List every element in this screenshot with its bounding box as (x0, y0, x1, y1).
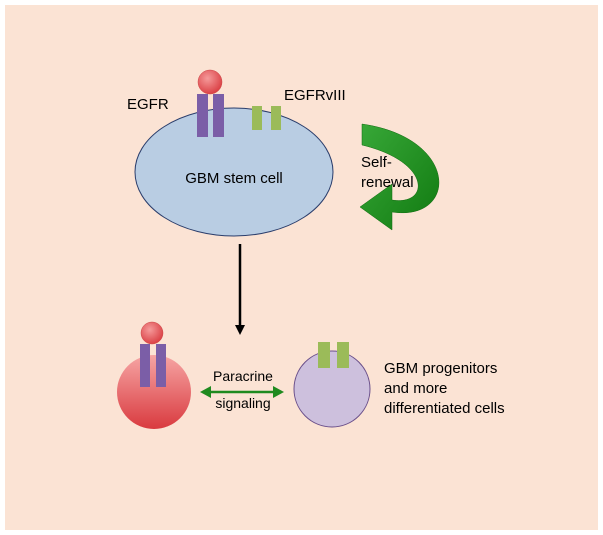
paracrine-double-arrow-icon (200, 386, 284, 398)
egfr-label: EGFR (127, 96, 169, 113)
egfrviii-label: EGFRvIII (284, 87, 346, 104)
progenitors-label-line3: differentiated cells (384, 400, 505, 417)
egfrviii-receptor-icon (252, 106, 281, 130)
paracrine-label-line2: signaling (215, 395, 270, 411)
egfrviii-receptor-icon (318, 342, 349, 368)
egfr-ligand-icon (197, 69, 223, 95)
progenitors-label-line1: GBM progenitors (384, 360, 497, 377)
self-renewal-arrow-icon (359, 123, 440, 231)
stem-cell-label: GBM stem cell (185, 170, 283, 187)
progenitors-label-line2: and more (384, 380, 447, 397)
paracrine-label-line1: Paracrine (213, 368, 273, 384)
self-renewal-label-line1: Self- (361, 154, 392, 171)
egfr-ligand-icon (140, 321, 164, 345)
diagram-background (5, 5, 598, 530)
gbm-stem-cell (134, 107, 334, 237)
egfr-cell (117, 355, 191, 429)
egfr-receptor-icon (140, 321, 166, 387)
self-renewal-label-line2: renewal (361, 174, 414, 191)
egfr-receptor-icon (197, 69, 224, 137)
progenitor-cell (293, 350, 371, 428)
